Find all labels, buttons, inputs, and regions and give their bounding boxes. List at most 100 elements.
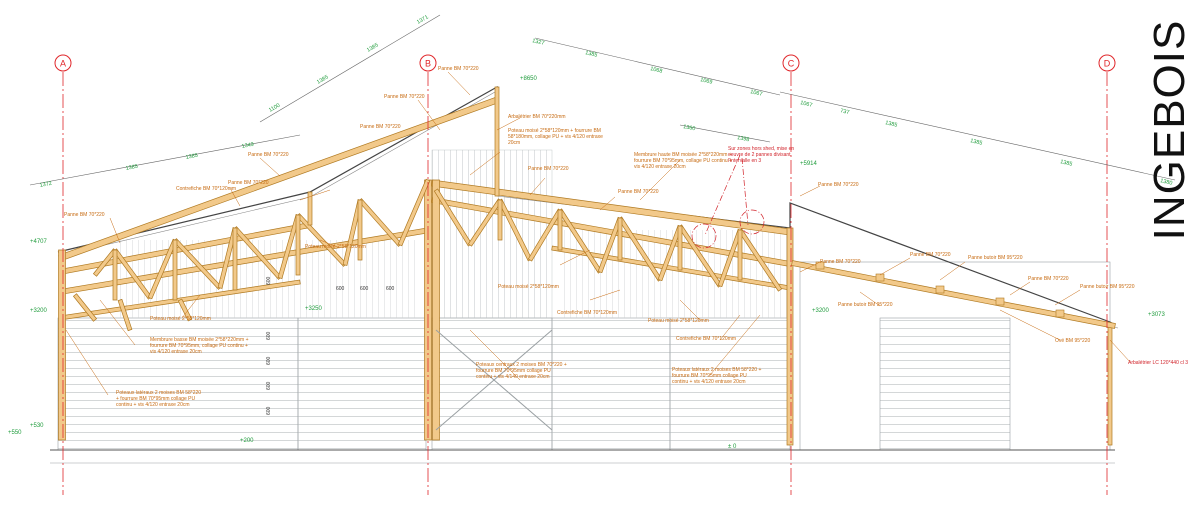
dim-roof-right-lower-3: 1385 xyxy=(885,120,898,129)
shed-upright-left xyxy=(307,191,313,226)
label-membrure-haute: Membrure haute BM moisée 2*58*220mm + fo… xyxy=(634,152,732,170)
leanto-purlin-2 xyxy=(875,273,885,282)
dim-roof-right-lower-4: 1385 xyxy=(970,138,983,147)
label-poteaux-centraux: Poteaux centraux 2 moises BM 70*220 + fo… xyxy=(476,362,567,380)
dim-roof-right-lower-6: 1380 xyxy=(1160,178,1173,187)
truss-vertical-2 xyxy=(172,239,178,301)
leader-lines xyxy=(65,71,1131,396)
dim-roof-left-upper-2: 1385 xyxy=(316,74,330,85)
dim-roof-left-lower-4: 1349 xyxy=(241,142,254,150)
truss-vertical-10 xyxy=(737,229,743,281)
brand-name: INGEBOIS xyxy=(1145,19,1194,241)
dim-roof-right-upper-1: 1327 xyxy=(532,38,545,47)
label-poteaux-lateraux-2: Poteaux latéraux 2 moises BM 58*220 + fo… xyxy=(672,367,762,385)
leanto-rafter xyxy=(791,260,1116,329)
truss-right-diagonal-11 xyxy=(737,228,783,292)
dim-roof-right-lower-1: 1067 xyxy=(800,100,813,109)
level-530: +530 xyxy=(30,423,44,429)
truss-vertical-4 xyxy=(295,214,301,276)
truss-left-diagonal-12 xyxy=(72,293,98,322)
post-a xyxy=(58,249,66,441)
level-3250: +3250 xyxy=(305,306,323,312)
truss-vertical-6 xyxy=(497,199,503,241)
label-panne-2: Panne BM 70*220 xyxy=(360,124,401,130)
dim-roof-left-upper-3: 1385 xyxy=(366,42,380,53)
truss-left-diagonal-5 xyxy=(217,227,238,289)
label-panne-1: Panne BM 70*220 xyxy=(384,94,425,100)
axis-bubble-c xyxy=(782,54,800,72)
level-550: +550 xyxy=(8,430,22,436)
level-3200-mid: +3200 xyxy=(812,308,830,314)
label-poutre-moise-4: Poteau moisé 2*58*120mm xyxy=(648,318,709,324)
label-poteaux-lateraux: Poteaux latéraux 2 moises BM 58*220 + fo… xyxy=(116,390,202,408)
label-membrure-basse: Membrure basse BM moisée 2*58*220mm + fo… xyxy=(150,337,249,355)
dim-horiz-2: 600 xyxy=(360,286,369,292)
dim-roof-right-lower-2: 737 xyxy=(840,108,850,116)
label-panne-butoir-1: Panne butoir BM 95*220 xyxy=(968,255,1023,261)
label-poincon-top: Poteau moisé 2*58*120mm + fourrure BM 58… xyxy=(508,128,603,146)
dim-roof-right-lower-5: 1385 xyxy=(1060,159,1073,168)
dim-vert-5: 600 xyxy=(266,406,272,415)
dim-roof-right-upper-5: 1067 xyxy=(750,89,763,98)
label-panne-butoir-2: Panne butoir BM 95*220 xyxy=(1080,284,1135,290)
level-markers: +8650 +5914 +4707 +3250 +3200 +3200 +307… xyxy=(8,76,1166,450)
roof-dimensions: 1372 1385 1385 1349 1100 1385 1385 1371 … xyxy=(29,14,1176,189)
leanto-purlin-5 xyxy=(1055,309,1065,318)
truss-left-diagonal-11 xyxy=(397,178,431,247)
truss-right-diagonal-2 xyxy=(467,198,503,247)
label-panne-c: Panne BM 70*220 xyxy=(818,182,859,188)
label-arbaletrier-lc: Arbalétrier LC 120*440 cl 3 xyxy=(1128,360,1188,366)
bracing-2 xyxy=(435,329,553,431)
wall-cladding xyxy=(57,149,1111,451)
truss-left-diagonal-13 xyxy=(117,298,133,332)
label-panne-7b: Panne BM 70*220 xyxy=(910,252,951,258)
dim-roof-left-lower-2: 1385 xyxy=(125,164,138,172)
dim-horiz-3: 600 xyxy=(386,286,395,292)
level-3200-left: +3200 xyxy=(30,308,48,314)
post-b-right xyxy=(432,179,440,441)
axis-label-b: B xyxy=(425,59,431,69)
truss-left-diagonal-1 xyxy=(92,248,118,277)
truss-right-diagonal-10 xyxy=(717,228,743,288)
level-3073: +3073 xyxy=(1148,312,1166,318)
dim-roof-right-upper-4: 1069 xyxy=(700,77,713,86)
label-arbaletrier: Arbalétrier BM 70*220mm xyxy=(508,114,566,120)
dim-roof-left-lower-3: 1385 xyxy=(185,153,198,161)
axis-bubble-b xyxy=(419,54,437,72)
axis-label-c: C xyxy=(788,59,795,69)
truss-left-diagonal-3 xyxy=(147,238,178,300)
truss-vertical-5 xyxy=(357,199,363,261)
label-panne-4: Panne BM 70*220 xyxy=(228,180,269,186)
level-200: +200 xyxy=(240,438,254,444)
label-panne-8: Panne BM 70*220 xyxy=(1028,276,1069,282)
post-d xyxy=(1107,323,1113,446)
label-panne-b: Panne BM 70*220 xyxy=(438,66,479,72)
ground-line xyxy=(50,449,1115,464)
label-contrefiche-2: Contrefiche BM 70*120mm xyxy=(557,310,617,316)
label-poutre-moise-3: Poteau moisé 2*58*120mm xyxy=(498,284,559,290)
dim-roof-left-lower-1: 1372 xyxy=(39,181,52,189)
axis-label-d: D xyxy=(1104,59,1111,69)
dim-vert-3: 600 xyxy=(266,356,272,365)
leanto-purlin-4 xyxy=(995,297,1005,306)
brand-logo: INGEBOIS xyxy=(1140,10,1200,250)
axis-label-a: A xyxy=(60,59,66,69)
dim-roof-inner-1: 1360 xyxy=(683,124,696,132)
dim-roof-right-upper-2: 1385 xyxy=(585,50,598,59)
label-ove: Ové BM 95*220 xyxy=(1055,338,1091,344)
truss-right-diagonal-8 xyxy=(657,224,683,282)
label-panne-butoir-3: Panne butoir BM 95*220 xyxy=(838,302,893,308)
truss-right-diagonal-4 xyxy=(527,208,563,262)
dim-vert-4: 600 xyxy=(266,381,272,390)
label-panne-3: Panne BM 70*220 xyxy=(248,152,289,158)
label-poutre-moise-2: Poteau moisé 2*58*120mm xyxy=(150,316,211,322)
dim-horiz-1: 600 xyxy=(336,286,345,292)
member-labels: Panne BM 70*220 Panne BM 70*220 Arbalétr… xyxy=(64,66,1188,408)
dim-vert-1: 600 xyxy=(266,276,272,285)
axis-bubble-a xyxy=(54,54,72,72)
label-poutre-moise: Poteau moisé 2*58*120mm xyxy=(305,244,366,250)
timber-truss xyxy=(58,86,1116,446)
truss-vertical-3 xyxy=(232,227,238,291)
label-contrefiche-3: Contrefiche BM 70*120mm xyxy=(676,336,736,342)
